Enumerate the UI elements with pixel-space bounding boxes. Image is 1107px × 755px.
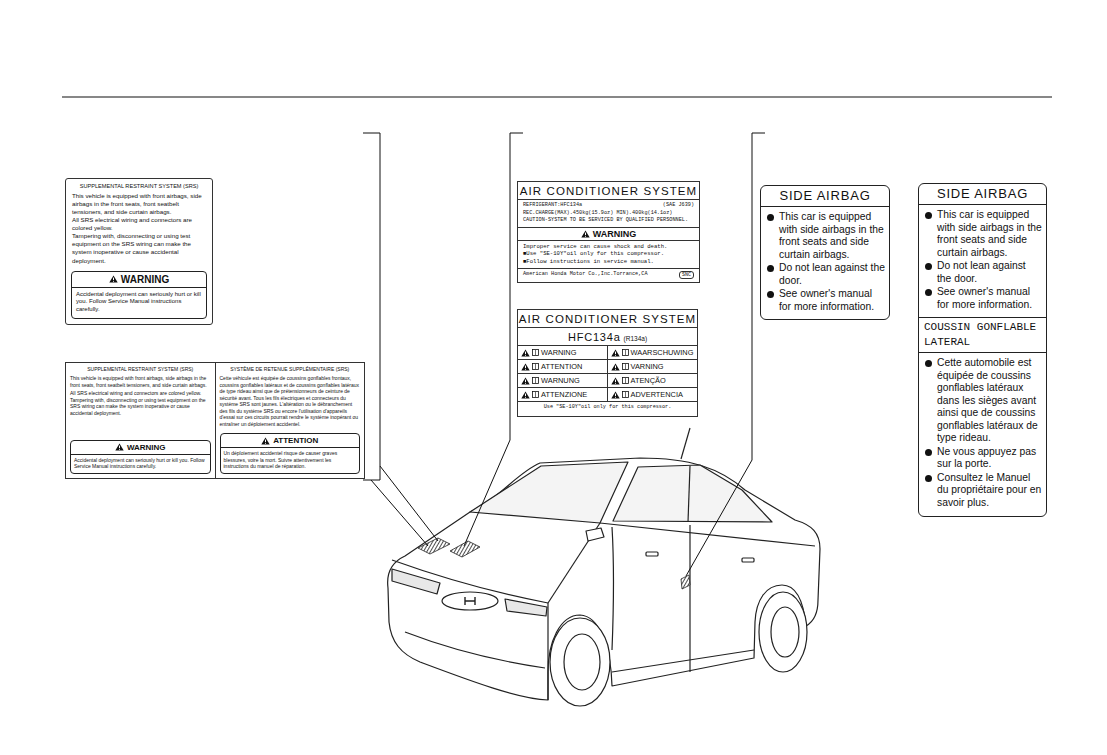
table-cell: ATTENTION (541, 362, 582, 371)
warning-triangle (261, 437, 270, 445)
label-text: REC.CHARGE(MAX).450kg(15.9oz) MIN).400kg… (523, 210, 694, 218)
srs-label: SUPPLEMENTAL RESTRAINT SYSTEM (SRS) This … (65, 178, 213, 325)
label-text: Use "SE-10Y"oil only for this compressor… (523, 404, 692, 412)
label-heading: SIDE AIRBAG (919, 186, 1046, 201)
table-cell: ATTENZIONE (541, 390, 587, 399)
manual-icon (532, 391, 539, 398)
table-cell: WARNUNG (541, 376, 580, 385)
side-airbag-label: SIDE AIRBAG This car is equipped with sid… (760, 185, 890, 320)
manual-icon (622, 377, 629, 384)
refrigerant-code: (R134a) (624, 335, 647, 342)
bracket (363, 133, 765, 480)
ac-multilingual-label: AIR CONDITIONER SYSTEM HFC134a(R134a) WARN… (517, 309, 698, 417)
manual-icon (532, 377, 539, 384)
car-body (388, 428, 820, 706)
warning-section: WARNING Improper service can cause shock … (518, 227, 699, 269)
label-title: AIR CONDITIONER SYSTEM (518, 313, 697, 325)
warning-triangle (521, 377, 530, 385)
label-text: REFRIGERANT:HFC134a (523, 202, 582, 210)
warning-body: Un déploiement accidentel risque de caus… (224, 450, 357, 470)
warning-triangle (611, 377, 620, 385)
ac-label: AIR CONDITIONER SYSTEM REFRIGERANT:HFC134… (517, 181, 700, 283)
header-rule (62, 96, 1052, 97)
warning-heading: WARNING (593, 229, 637, 239)
warning-box: WARNING Accidental deployment can serious… (70, 440, 211, 474)
warning-triangle (115, 443, 124, 451)
label-text: CAUTION-SYSTEM TO BE SERVICED BY QUALIFI… (523, 217, 694, 225)
warning-triangle (521, 349, 530, 357)
label-heading: SUPPLEMENTAL RESTRAINT SYSTEM (SRS) (70, 366, 211, 372)
label-heading: COUSSIN GONFLABLE LATERAL (924, 320, 1041, 349)
bullet-item: This car is equipped with side airbags i… (924, 209, 1042, 259)
warning-triangle (521, 363, 530, 371)
manual-icon (622, 391, 629, 398)
warning-body: Accidental deployment can seriously hurt… (74, 457, 207, 470)
table-cell: WARNING (541, 348, 576, 357)
manual-icon (622, 349, 629, 356)
label-title: AIR CONDITIONER SYSTEM (518, 185, 699, 197)
warning-triangle (611, 363, 620, 371)
label-body: This vehicle is equipped with front airb… (70, 375, 211, 388)
warning-triangle (611, 391, 620, 399)
label-text: American Honda Motor Co.,Inc.Torrance,CA (523, 271, 648, 279)
table-cell: ATENÇÃO (631, 376, 666, 385)
label-heading: SIDE AIRBAG (761, 188, 889, 203)
warning-triangle (581, 230, 590, 238)
label-heading: SUPPLEMENTAL RESTRAINT SYSTEM (SRS) (72, 183, 206, 189)
bullet-item: See owner's manual for more information. (924, 286, 1042, 311)
leader-line (371, 440, 752, 576)
side-airbag-bilingual-label: SIDE AIRBAG This car is equipped with sid… (918, 183, 1047, 517)
bullet-item: Consultez le Manuel du propriétaire pour… (924, 472, 1042, 510)
bullet-item: Do not lean against the door. (766, 262, 885, 287)
attention-box: ATTENTION Un déploiement accidentel risqu… (220, 433, 361, 474)
bullet-item: Do not lean against the door. (924, 260, 1042, 285)
label-body: Cette véhicule est équipée de coussins g… (220, 375, 361, 427)
bullet-item: Ne vous appuyez pas sur la porte. (924, 446, 1042, 471)
manual-icon (532, 363, 539, 370)
warning-body: Improper service can cause shock and dea… (523, 243, 694, 251)
table-cell: WAARSCHUWING (631, 348, 694, 357)
warning-triangle (109, 275, 118, 283)
warning-triangle (521, 391, 530, 399)
manual-icon (622, 363, 629, 370)
label-body: All SRS electrical wiring and connectors… (70, 390, 211, 416)
bullet-item: This car is equipped with side airbags i… (766, 211, 885, 261)
label-heading: SYSTÈME DE RETENUE SUPPLÉMENTAIRE (SRS) (220, 366, 361, 372)
warning-body: ■Use "SE-10Y"oil only for this compresso… (523, 250, 694, 258)
warning-heading: WARNING (121, 274, 169, 285)
code-box: SNC (679, 271, 694, 279)
bullet-item: Cette automobile est équipée de coussins… (924, 357, 1042, 445)
code-text: SNC (682, 272, 691, 278)
warning-heading: ATTENTION (273, 436, 318, 445)
bullet-item: See owner's manual for more information. (766, 288, 885, 313)
warning-triangle (611, 349, 620, 357)
warning-heading: WARNING (127, 443, 166, 452)
label-body: This vehicle is equipped with front airb… (72, 192, 206, 216)
warning-body: Accidental deployment can seriously hurt… (76, 291, 202, 314)
label-text: (SAE J639) (663, 202, 694, 210)
label-body: All SRS electrical wiring and connectors… (72, 216, 206, 232)
srs-bilingual-label: SUPPLEMENTAL RESTRAINT SYSTEM (SRS) This … (65, 362, 365, 479)
table-cell: VARNING (631, 362, 664, 371)
table-cell: ADVERTENCIA (631, 390, 683, 399)
warning-body: ■Follow instructions in service manual. (523, 258, 694, 266)
refrigerant-name: HFC134a (568, 331, 621, 343)
label-location (418, 538, 690, 589)
label-body: Tampering with, disconnecting or using t… (72, 232, 206, 264)
warning-box: WARNING Accidental deployment can serious… (71, 271, 207, 319)
manual-icon (532, 349, 539, 356)
